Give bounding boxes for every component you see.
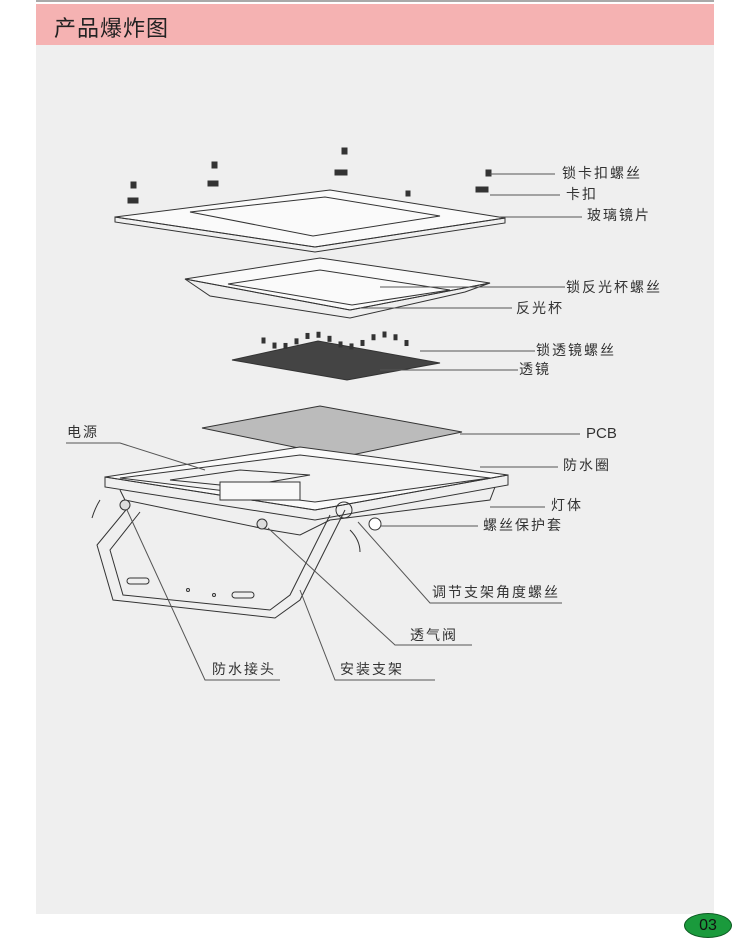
label-body: 灯体 [551,498,583,514]
lens-part [231,331,441,381]
glass-lens-part [114,189,506,253]
label-clip: 卡扣 [566,187,598,203]
label-glass-lens: 玻璃镜片 [587,208,651,224]
lens-screw-icon [272,342,277,349]
label-gasket: 防水圈 [563,458,611,474]
label-bracket: 安装支架 [340,662,404,678]
lens-screw-icon [338,341,343,348]
lens-screw-icon [305,332,310,339]
lens-screw-icon [360,339,365,346]
reflector-part [184,257,491,319]
label-angle-screw: 调节支架角度螺丝 [432,585,560,601]
section-header: 产品爆炸图 [36,4,714,45]
lamp-body-part [104,446,509,536]
mounting-bracket-part [91,499,382,619]
label-clip-screw: 锁卡扣螺丝 [562,166,642,182]
label-lens-screw: 锁透镜螺丝 [536,343,616,359]
lens-screw-icon [294,338,299,345]
page-title: 产品爆炸图 [54,17,170,42]
lens-screw-icon [393,334,398,341]
label-power: 电源 [67,425,99,441]
label-vent-valve: 透气阀 [410,628,458,644]
lens-screw-icon [283,342,288,349]
label-reflector-screw: 锁反光杯螺丝 [566,280,662,296]
lens-screw-icon [316,331,321,338]
label-pcb: PCB [586,425,617,442]
lens-screw-icon [327,335,332,342]
lens-screw-icon [382,331,387,338]
label-waterproof-connector: 防水接头 [212,662,276,678]
pcb-part [201,405,463,458]
label-screw-cover: 螺丝保护套 [483,518,563,534]
page-number-badge: 03 [684,913,732,938]
top-rule [36,0,714,2]
lens-screw-icon [371,334,376,341]
leader-lines [66,173,582,681]
lens-screw-icon [261,337,266,344]
lens-screw-icon [404,340,409,347]
lens-screw-icon [349,343,354,350]
label-reflector: 反光杯 [516,301,564,317]
label-lens: 透镜 [519,362,551,378]
